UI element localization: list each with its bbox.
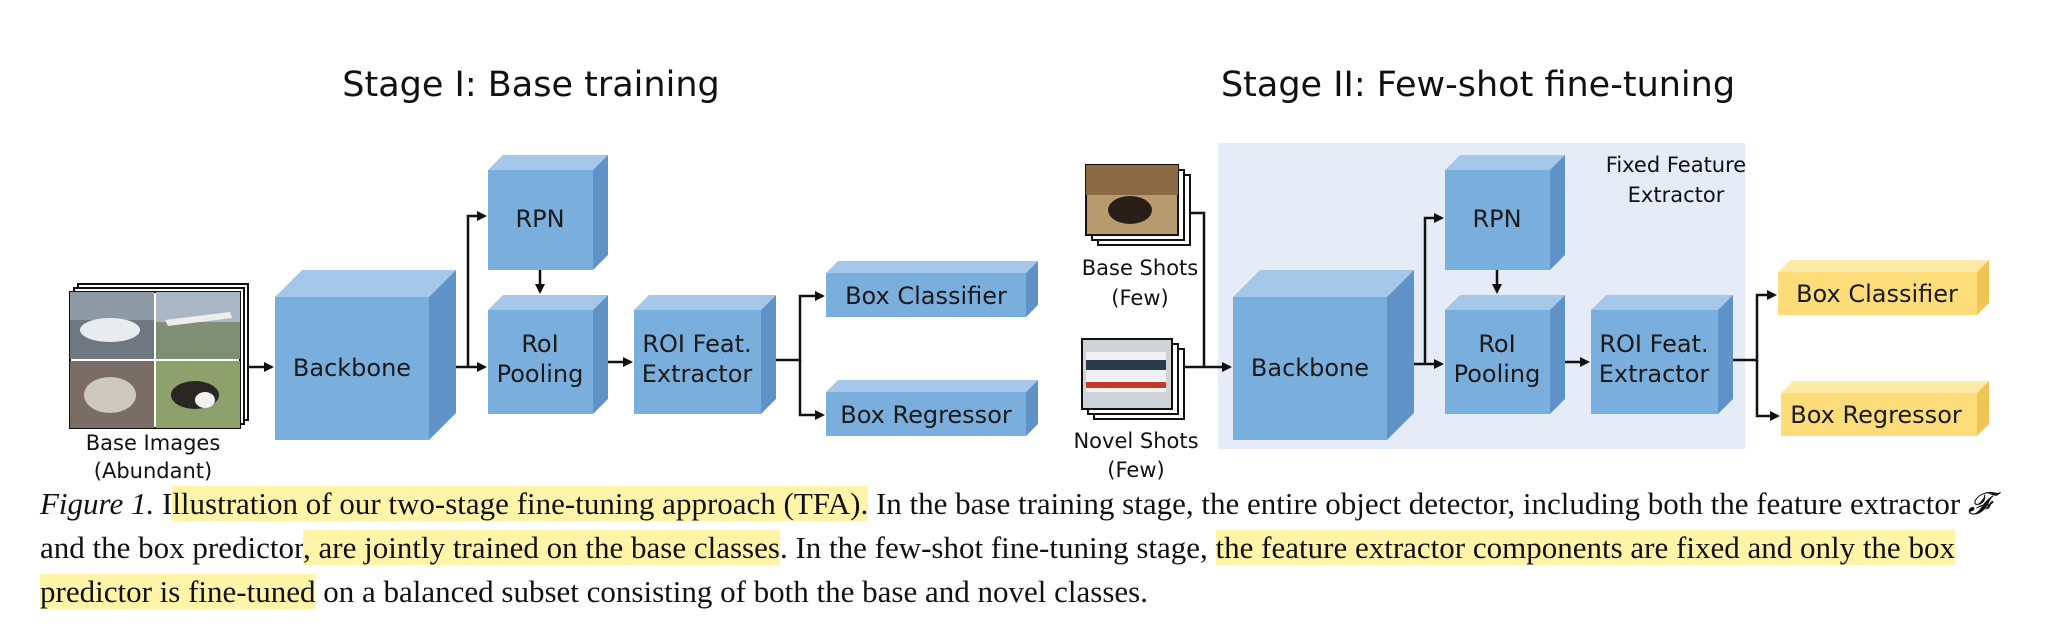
stage2-roi-feat-label-line2: Extractor — [1599, 360, 1710, 388]
stage1-box-classifier-label: Box Classifier — [845, 282, 1007, 310]
stage2-roi-feat-label-line1: ROI Feat. — [1599, 330, 1708, 358]
caption-segment-1: I — [154, 486, 173, 521]
stage1-roi-feat-label-line1: ROI Feat. — [642, 330, 751, 358]
fixed-feature-label-line2: Extractor — [1628, 183, 1725, 207]
stage1-title: Stage I: Base training — [342, 65, 719, 105]
base-shots-sublabel: (Few) — [1111, 286, 1168, 310]
caption-figure-label: Figure 1. — [40, 486, 155, 521]
stage1-box-regressor-label: Box Regressor — [840, 401, 1012, 429]
stage1-roi-pooling-block — [488, 295, 608, 414]
stage1-arrows — [248, 211, 825, 420]
stage1-rpn-block — [488, 155, 608, 270]
base-images-thumbnail — [69, 283, 249, 429]
stage2-box-regressor-block — [1781, 381, 1989, 436]
stage2-backbone-label: Backbone — [1251, 354, 1369, 382]
caption-segment-3: and the box predictor — [40, 530, 304, 565]
novel-shots-label: Novel Shots — [1073, 429, 1198, 453]
stage2-arrows — [1184, 211, 1780, 421]
stage1-roi-feat-extractor-block — [634, 295, 776, 414]
fixed-feature-label-line1: Fixed Feature — [1606, 153, 1746, 177]
caption-highlight-2: , are jointly trained on the base classe… — [303, 530, 780, 565]
stage1-roi-pooling-label-line1: RoI — [521, 330, 558, 358]
stage1-rpn-label: RPN — [515, 205, 564, 233]
stage1-backbone-label: Backbone — [293, 354, 411, 382]
novel-shots-thumbnail — [1081, 338, 1185, 420]
stage2-roi-pooling-block — [1445, 295, 1565, 414]
caption-math-f: 𝓕 — [1967, 486, 1991, 521]
stage2-rpn-label: RPN — [1472, 205, 1521, 233]
stage2-box-regressor-label: Box Regressor — [1790, 401, 1962, 429]
stage2-rpn-block — [1445, 155, 1565, 270]
stage1-backbone-block — [275, 270, 456, 440]
stage1-box-regressor-block — [826, 380, 1038, 436]
caption-segment-4: . In the few-shot fine-tuning stage, — [779, 530, 1216, 565]
stage2-roi-feat-extractor-block — [1591, 295, 1733, 414]
stage2-box-classifier-label: Box Classifier — [1796, 280, 1958, 308]
stage2-roi-pooling-label-line2: Pooling — [1454, 360, 1541, 388]
stage1-box-classifier-block — [826, 261, 1038, 317]
base-shots-label: Base Shots — [1082, 256, 1198, 280]
stage2-roi-pooling-label-line1: RoI — [1478, 330, 1515, 358]
base-images-sublabel: (Abundant) — [94, 459, 212, 483]
caption-segment-5: on a balanced subset consisting of both … — [315, 574, 1148, 609]
novel-shots-sublabel: (Few) — [1107, 458, 1164, 482]
base-shots-thumbnail — [1085, 164, 1191, 246]
stage1-roi-pooling-label-line2: Pooling — [497, 360, 584, 388]
figure-caption: Figure 1. Illustration of our two-stage … — [40, 482, 2030, 614]
stage1-roi-feat-label-line2: Extractor — [642, 360, 753, 388]
stage2-title: Stage II: Few-shot fine-tuning — [1221, 65, 1735, 105]
stage2-backbone-block — [1233, 270, 1414, 440]
caption-segment-2: In the base training stage, the entire o… — [868, 486, 1968, 521]
caption-highlight-1: llustration of our two-stage fine-tuning… — [172, 486, 869, 521]
stage2-box-classifier-block — [1778, 260, 1989, 315]
base-images-label: Base Images — [86, 431, 221, 455]
